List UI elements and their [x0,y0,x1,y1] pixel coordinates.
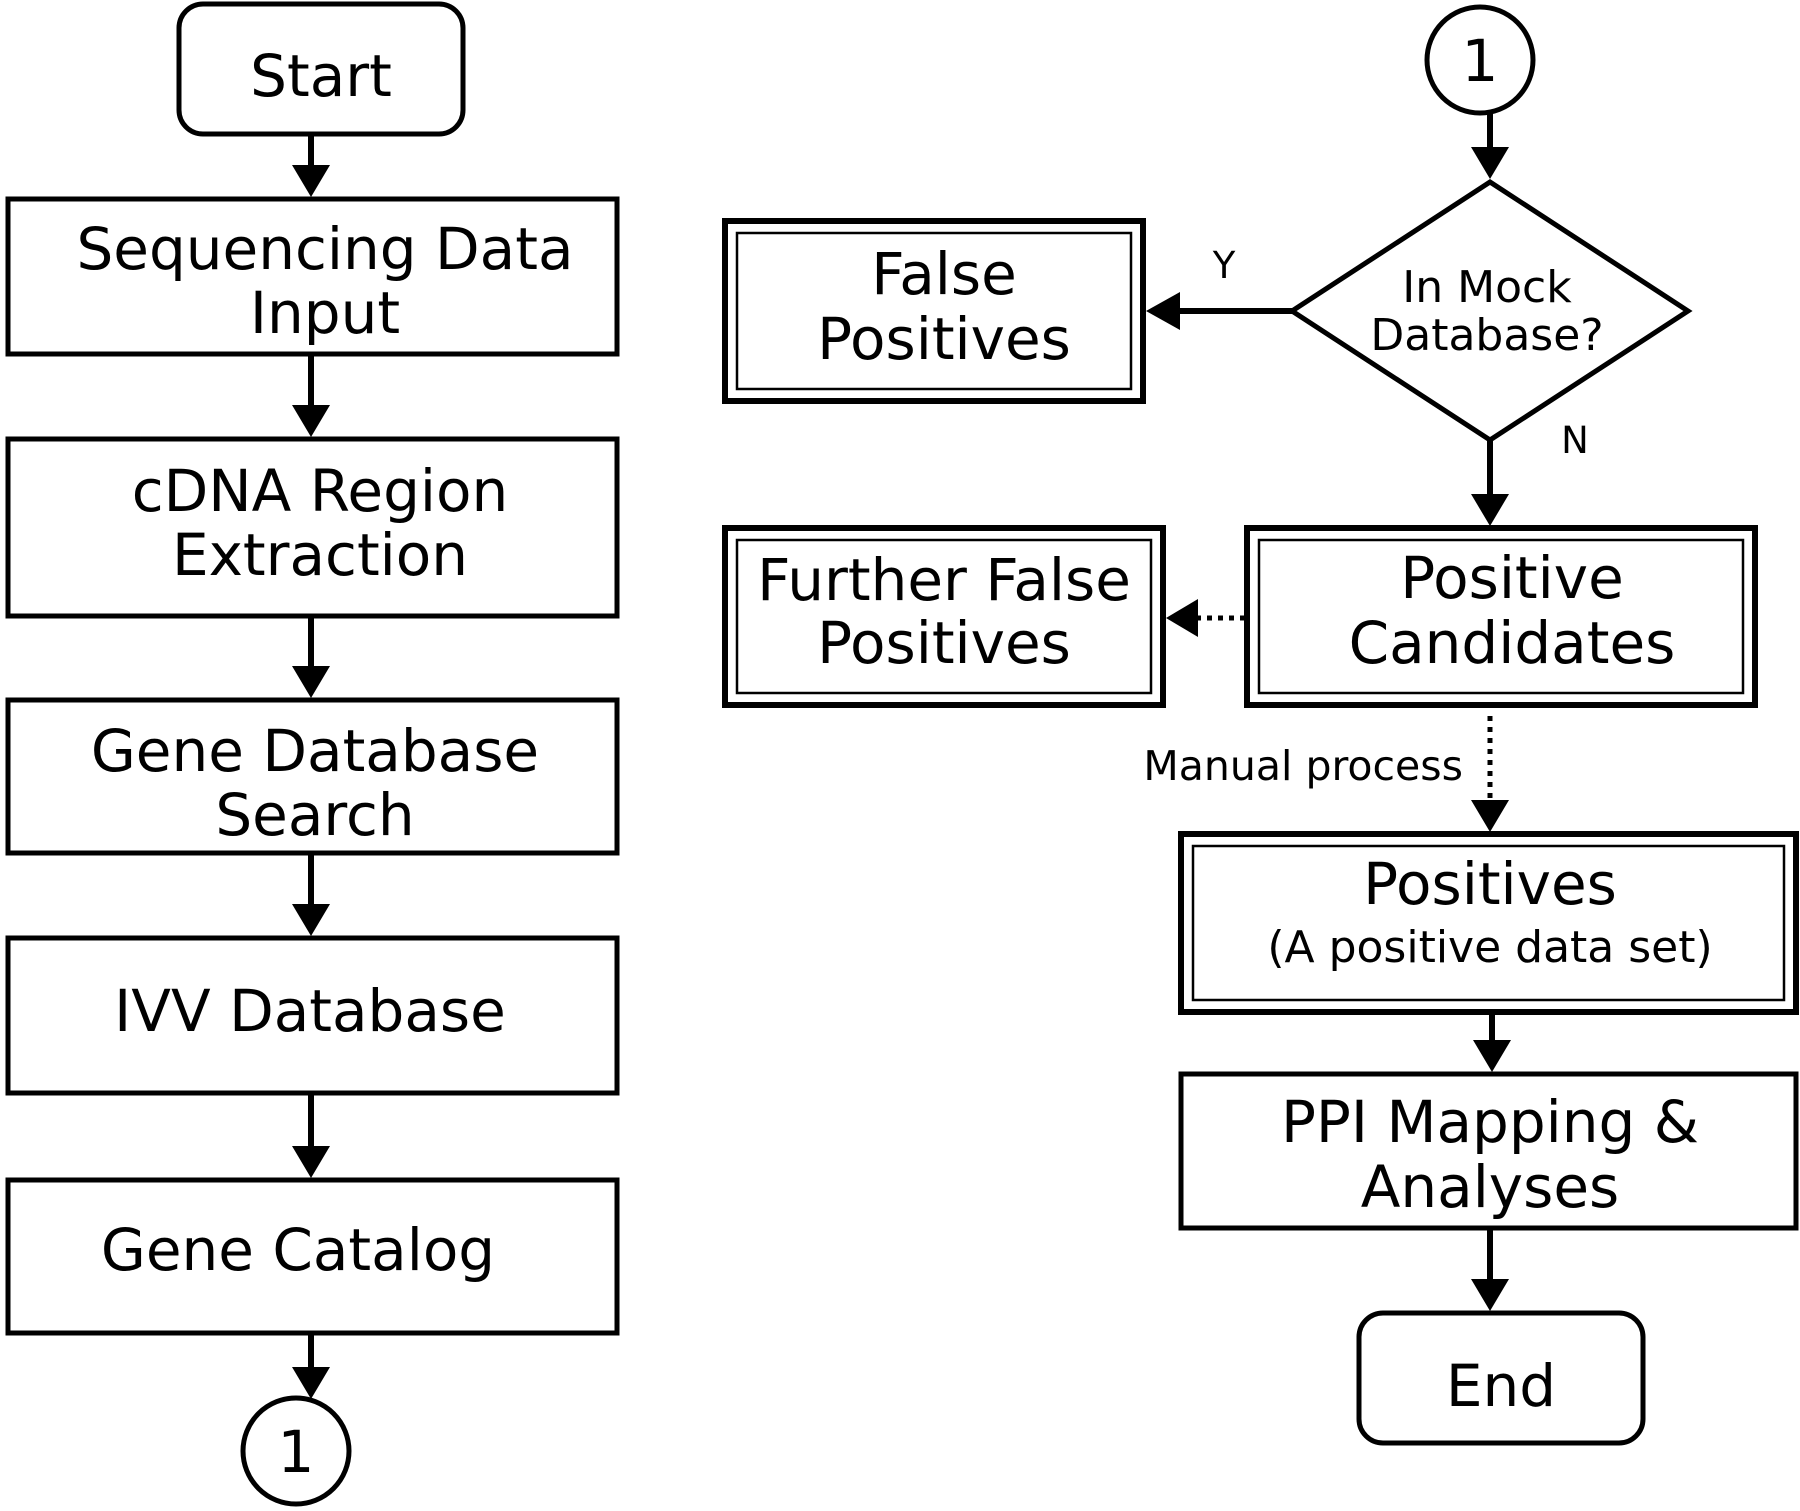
arrow-decision-to-positive-candidates [1471,440,1509,526]
positive-candidates-line2: Candidates [1349,609,1676,677]
false-positives-box: False Positives [722,218,1146,404]
further-false-positives-box: Further False Positives [722,525,1166,708]
manual-process-label: Manual process [1143,742,1463,790]
arrow-ppi-to-end [1471,1228,1509,1311]
gene-catalog-box: Gene Catalog [5,1177,620,1336]
gene-db-search-line2: Search [215,781,414,849]
sequencing-data-input-box: Sequencing Data Input [5,196,620,357]
connector-top-label: 1 [1462,27,1499,95]
arrow-connector-to-decision [1471,113,1509,179]
cdna-label-line1: cDNA Region [132,457,509,525]
decision-label-line1: In Mock [1402,262,1572,313]
positives-box: Positives (A positive data set) [1178,831,1799,1015]
false-positives-line1: False [871,240,1017,308]
end-label: End [1446,1352,1556,1420]
gene-catalog-label: Gene Catalog [101,1216,495,1284]
arrow-positives-to-ppi [1473,1012,1511,1072]
positive-candidates-box: Positive Candidates [1244,525,1758,708]
decision-label-line2: Database? [1370,310,1603,361]
cdna-label-line2: Extraction [172,521,468,589]
ivv-database-box: IVV Database [5,935,620,1096]
positives-line1: Positives [1363,850,1617,918]
further-false-positives-line2: Positives [817,609,1071,677]
yes-branch-label: Y [1212,244,1236,287]
end-node: End [1356,1310,1646,1446]
sequencing-label-line1: Sequencing Data [76,215,573,283]
arrow-decision-to-false-positives [1146,292,1292,330]
gene-database-search-box: Gene Database Search [5,697,620,856]
arrow-cdna-to-gene-db-search [292,616,330,698]
dotted-arrow-to-positives [1471,716,1509,832]
ppi-mapping-box: PPI Mapping & Analyses [1178,1071,1799,1231]
gene-db-search-line1: Gene Database [91,717,539,785]
off-page-connector-top: 1 [1424,4,1536,116]
off-page-connector-bottom: 1 [240,1395,352,1507]
arrow-gene-catalog-to-connector [292,1333,330,1399]
arrow-sequencing-to-cdna [292,354,330,437]
arrow-ivv-to-gene-catalog [292,1093,330,1178]
connector-bottom-label: 1 [278,1418,315,1486]
mock-database-decision: In Mock Database? [1287,179,1693,443]
positive-candidates-line1: Positive [1400,544,1624,612]
ppi-line1: PPI Mapping & [1281,1088,1699,1156]
no-branch-label: N [1561,419,1589,462]
arrow-start-to-sequencing [292,134,330,197]
positives-line2: (A positive data set) [1267,922,1712,973]
start-node: Start [176,1,466,137]
cdna-region-extraction-box: cDNA Region Extraction [5,436,620,619]
further-false-positives-line1: Further False [757,546,1131,614]
dotted-arrow-to-further-false-positives [1166,599,1245,637]
ivv-database-label: IVV Database [114,977,506,1045]
sequencing-label-line2: Input [250,279,400,347]
start-label: Start [250,42,392,110]
arrow-gene-db-search-to-ivv [292,853,330,936]
ppi-line2: Analyses [1361,1153,1620,1221]
false-positives-line2: Positives [817,305,1071,373]
